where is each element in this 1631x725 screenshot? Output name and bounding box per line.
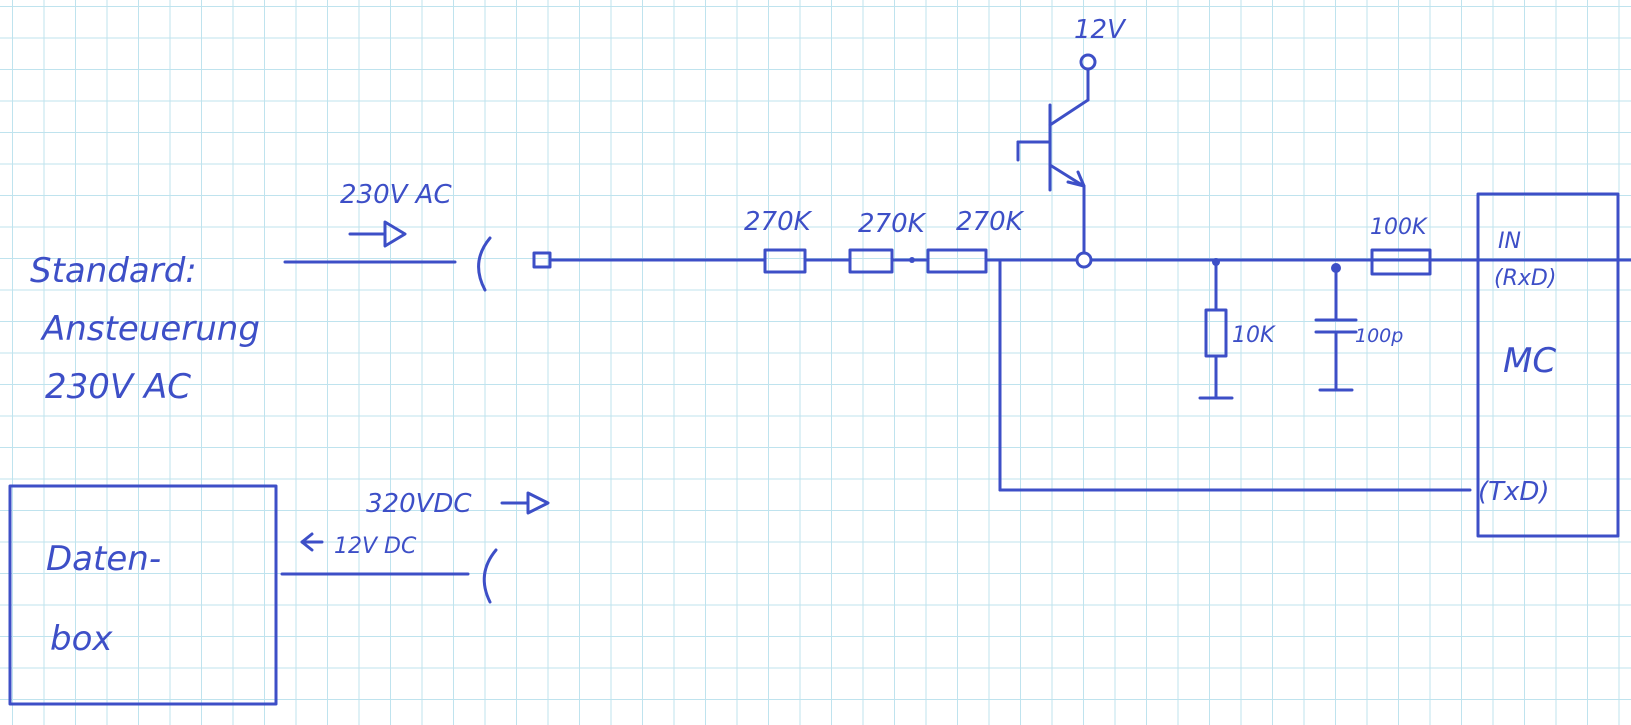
npn-transistor-icon: [1016, 98, 1090, 254]
label-mc: MC: [1503, 341, 1556, 381]
label-270k-1: 270K: [744, 207, 813, 237]
resistor-270k-1: [763, 248, 807, 274]
label-12v-dc: 12V DC: [334, 534, 417, 559]
label-datenbox-2: box: [50, 619, 113, 659]
connector-dc-icon: [482, 548, 498, 604]
label-230v-ac-input: 230V AC: [340, 180, 452, 210]
label-12v-supply: 12V: [1074, 15, 1127, 45]
label-100p: 100p: [1355, 325, 1403, 347]
label-320vdc: 320VDC: [366, 489, 472, 519]
label-pin-txd: (TxD): [1478, 477, 1550, 507]
label-pin-in: IN: [1498, 229, 1521, 254]
label-10k: 10K: [1232, 323, 1276, 348]
resistor-270k-3: [926, 248, 988, 274]
supply-terminal-icon: [1079, 53, 1097, 71]
resistor-10k: [1204, 308, 1228, 358]
datenbox-box: [8, 484, 278, 706]
node-emitter-junction: [1075, 251, 1093, 269]
label-270k-2: 270K: [858, 209, 927, 239]
resistor-100k: [1370, 248, 1432, 276]
label-ansteuerung: Ansteuerung: [40, 309, 260, 349]
label-datenbox-1: Daten-: [46, 539, 161, 579]
resistor-270k-2: [848, 248, 894, 274]
microcontroller-box: [1476, 192, 1620, 538]
output-arrow-icon: [500, 491, 550, 515]
label-standard: Standard:: [30, 251, 197, 291]
label-230v-ac-left: 230V AC: [45, 367, 191, 407]
back-arrow-icon: [300, 532, 324, 552]
connector-ac-icon: [477, 236, 492, 292]
node-dot-r2-r3: [909, 257, 915, 263]
terminal-pad-icon: [532, 251, 552, 269]
input-arrow-icon: [348, 220, 407, 248]
label-270k-3: 270K: [956, 207, 1025, 237]
label-100k: 100K: [1370, 215, 1428, 240]
label-pin-rxd: (RxD): [1494, 266, 1556, 291]
